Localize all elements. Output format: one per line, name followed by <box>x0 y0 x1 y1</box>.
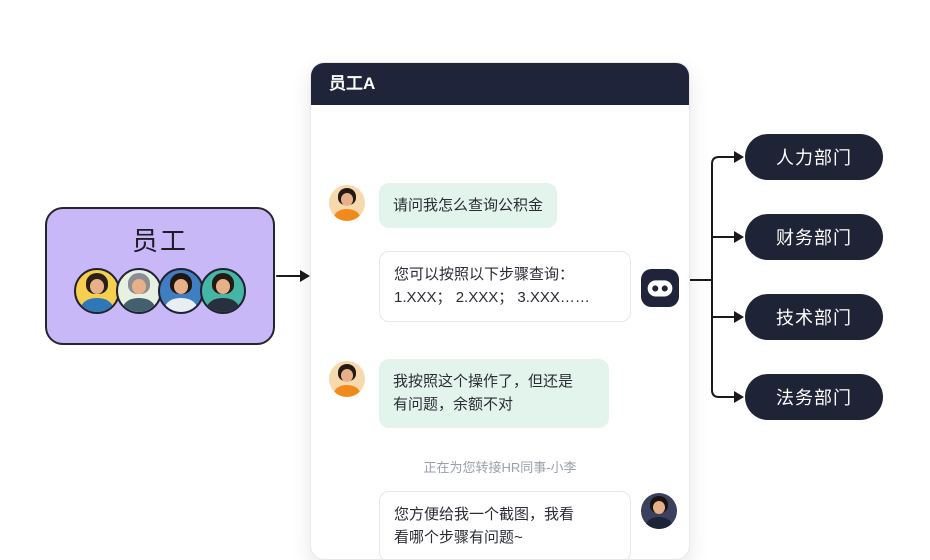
chat-bubble-employee-1: 请问我怎么查询公积金 <box>379 183 558 229</box>
chat-bubble-bot: 您可以按照以下步骤查询： 1.XXX； 2.XXX； 3.XXX…… <box>379 251 631 322</box>
transfer-notice-text: 正在为您转接HR同事-小李 <box>423 460 577 475</box>
employee-avatar-3 <box>158 268 204 314</box>
employee-avatar-1 <box>74 268 120 314</box>
chat-message-area: 请问我怎么查询公积金 您可以按照以下步骤查询： 1.XXX； 2.XXX； 3.… <box>311 105 689 559</box>
dept-node-finance: 财务部门 <box>745 214 883 260</box>
dept-node-tech: 技术部门 <box>745 294 883 340</box>
employee-chat-avatar <box>329 361 365 397</box>
dept-node-hr: 人力部门 <box>745 134 883 180</box>
chat-bubble-agent: 您方便给我一个截图，我看 看哪个步骤有问题~ <box>379 491 631 559</box>
chat-bubble-employee-2: 我按照这个操作了，但还是 有问题，余额不对 <box>379 359 609 428</box>
employee-group-label: 员工 <box>131 226 188 256</box>
employee-avatar-4 <box>200 268 246 314</box>
employee-avatar-row <box>74 268 246 314</box>
chat-window: 员工A 请问我怎么查询公积金 您可以按照以下步骤查询： 1.XXX； 2.XXX… <box>310 62 690 560</box>
hr-agent-avatar <box>641 493 677 529</box>
robot-bot-icon <box>641 269 679 307</box>
employee-avatar-2 <box>116 268 162 314</box>
employee-group-node: 员工 <box>45 207 275 345</box>
chat-window-title: 员工A <box>311 63 689 105</box>
employee-chat-avatar <box>329 185 365 221</box>
dept-node-legal: 法务部门 <box>745 374 883 420</box>
